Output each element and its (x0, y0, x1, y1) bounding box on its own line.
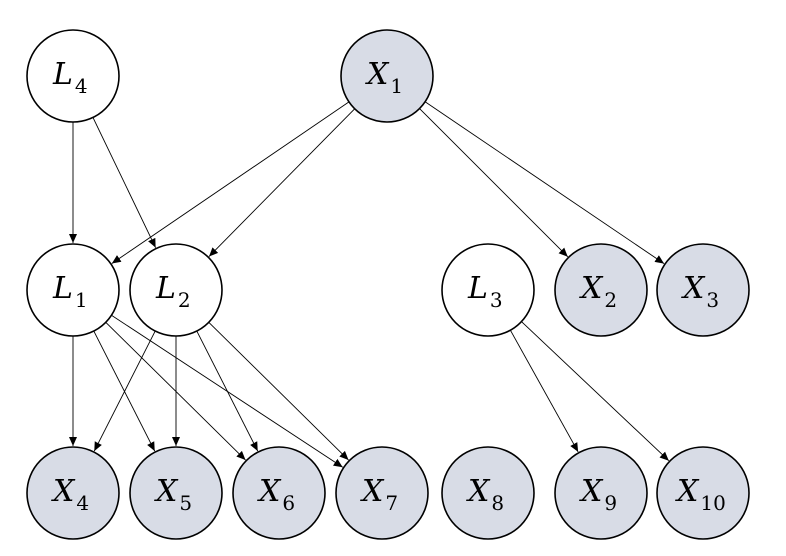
edge-x1-to-x2 (419, 108, 569, 258)
node-letter: X (154, 474, 179, 509)
node-subscript: 6 (282, 491, 295, 515)
node-circle-x9 (554, 446, 648, 540)
node-subscript: 3 (490, 288, 503, 312)
node-circle-l4 (26, 29, 120, 123)
node-circle-l2 (129, 243, 223, 337)
edge-l4-to-l2 (92, 117, 157, 248)
node-letter: X (360, 474, 385, 509)
node-letter: L (467, 271, 488, 306)
node-circle-x10 (656, 446, 750, 540)
node-subscript: 5 (179, 491, 192, 515)
node-subscript: 9 (604, 491, 617, 515)
node-subscript: 1 (390, 74, 403, 98)
node-letter: X (579, 474, 604, 509)
edge-l3-to-x9 (509, 329, 579, 453)
node-circle-x4 (26, 446, 120, 540)
node-subscript: 2 (178, 288, 191, 312)
node-circle-l1 (26, 243, 120, 337)
node-circle-x2 (554, 243, 648, 337)
node-circle-l3 (441, 243, 535, 337)
node-circle-x6 (232, 446, 326, 540)
node-circle-x1 (340, 29, 434, 123)
node-circle-x3 (656, 243, 750, 337)
node-letter: L (155, 271, 176, 306)
edge-x1-to-x3 (424, 101, 665, 265)
node-letter: X (681, 271, 706, 306)
node-circle-x8 (441, 446, 535, 540)
node-letter: X (51, 474, 76, 509)
node-subscript: 10 (700, 491, 725, 515)
edge-l3-to-x10 (521, 321, 670, 462)
node-subscript: 8 (491, 491, 504, 515)
edge-x1-to-l2 (208, 108, 356, 257)
node-subscript: 1 (75, 288, 88, 312)
edge-l2-to-x7 (208, 321, 349, 461)
node-subscript: 3 (706, 288, 719, 312)
edge-l2-to-x6 (196, 330, 259, 452)
node-subscript: 2 (604, 288, 617, 312)
node-letter: L (52, 271, 73, 306)
node-letter: X (579, 271, 604, 306)
node-subscript: 4 (75, 74, 88, 98)
node-circle-x5 (129, 446, 223, 540)
edges-layer (69, 101, 670, 468)
node-letter: L (52, 57, 73, 92)
node-letter: X (257, 474, 282, 509)
node-letter: X (365, 57, 390, 92)
node-circle-x7 (335, 446, 429, 540)
node-subscript: 7 (385, 491, 398, 515)
node-letter: X (466, 474, 491, 509)
node-subscript: 4 (76, 491, 89, 515)
edge-x1-to-l1 (111, 101, 350, 264)
edge-l2-to-x4 (93, 330, 156, 452)
node-letter: X (675, 474, 700, 509)
